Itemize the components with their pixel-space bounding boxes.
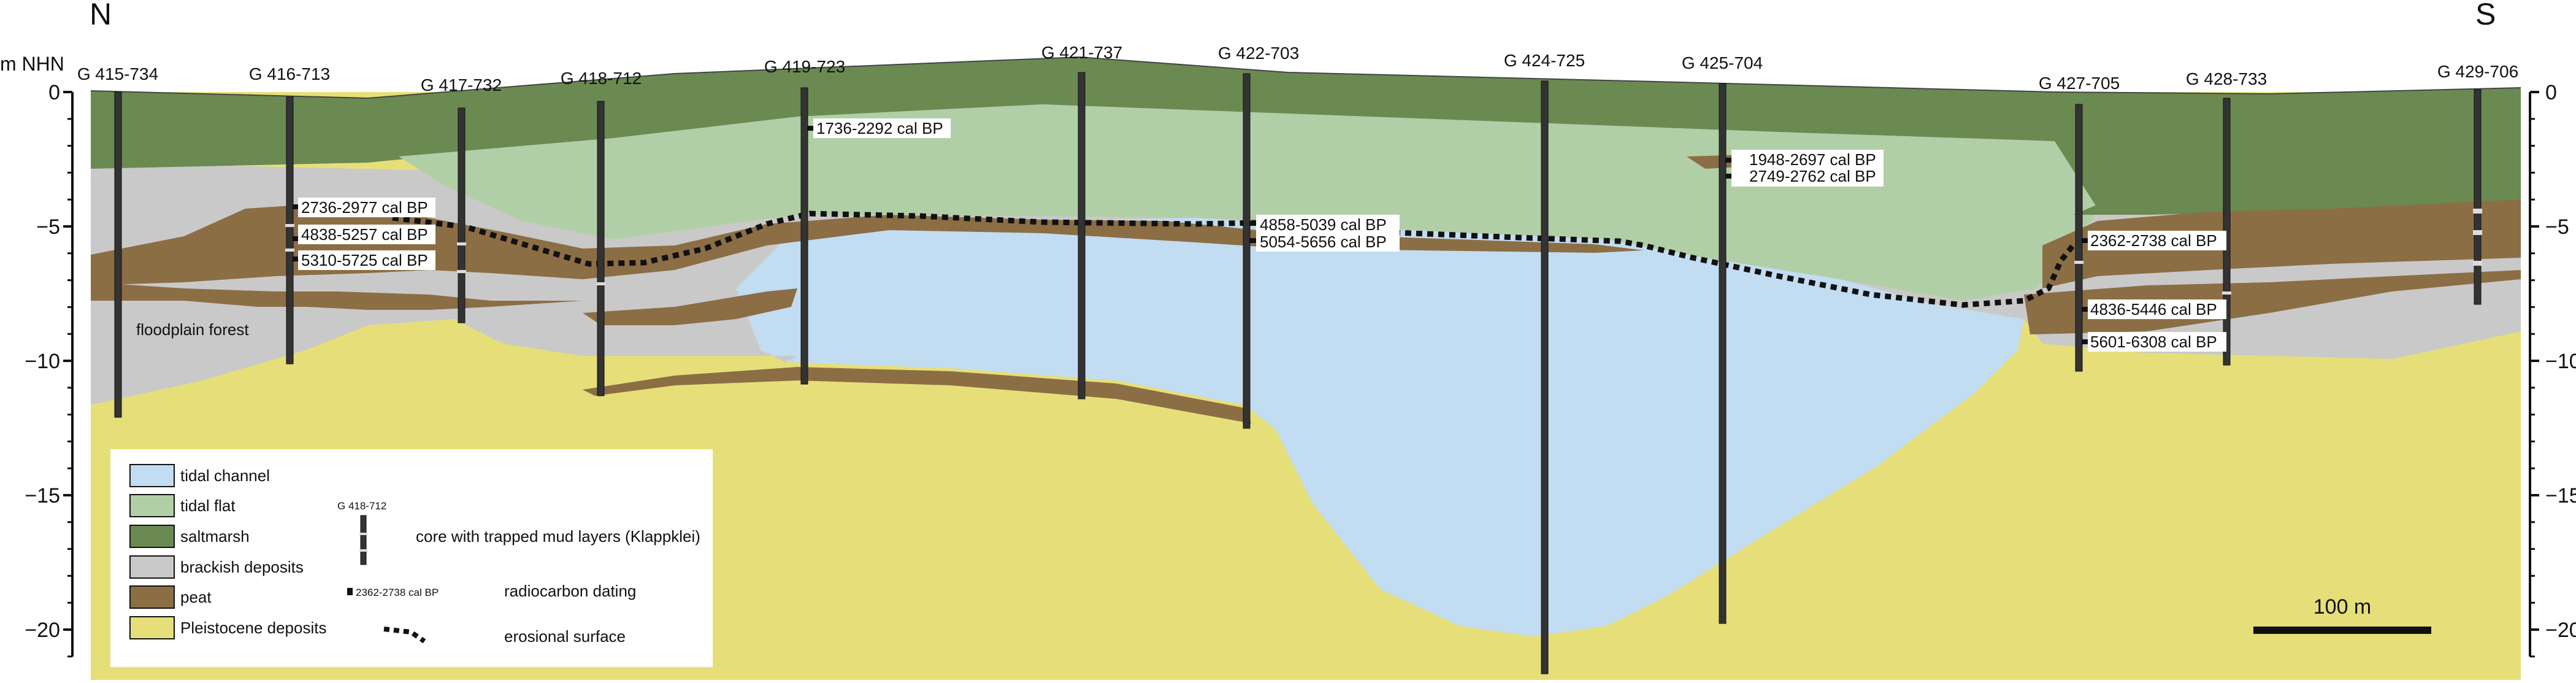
svg-text:G 428-733: G 428-733: [2186, 69, 2267, 88]
ground-surface: [90, 56, 2521, 99]
legend-item-peat: peat: [129, 585, 212, 609]
svg-text:5601-6308 cal BP: 5601-6308 cal BP: [2090, 333, 2217, 351]
date-label: 2736-2977 cal BP: [293, 198, 435, 217]
peat-mid-lower: [583, 288, 797, 325]
svg-text:G 421-737: G 421-737: [1041, 43, 1122, 62]
svg-text:G 417-732: G 417-732: [421, 75, 502, 95]
date-label: 4836-5446 cal BP: [2082, 299, 2226, 319]
core-g422-703: G 422-703: [1218, 44, 1299, 429]
legend-item-pleistocene: Pleistocene deposits: [129, 616, 326, 639]
svg-text:G 418-712: G 418-712: [337, 500, 386, 512]
core-g418-712: G 418-712: [561, 69, 642, 396]
core-g424-725: G 424-725: [1504, 51, 1585, 674]
svg-text:G 427-705: G 427-705: [2039, 74, 2120, 93]
svg-text:2736-2977 cal BP: 2736-2977 cal BP: [301, 198, 428, 217]
date-label: 1948-2697 cal BP: [1725, 150, 1884, 169]
core-g425-704: G 425-704: [1682, 53, 1763, 624]
core-g415-734: G 415-734: [77, 64, 158, 418]
legend-core-example: G 418-712 core with trapped mud layers (…: [337, 500, 700, 565]
svg-text:1736-2292 cal BP: 1736-2292 cal BP: [816, 119, 943, 137]
svg-text:G 415-734: G 415-734: [77, 64, 158, 83]
svg-text:radiocarbon dating: radiocarbon dating: [504, 582, 636, 600]
svg-text:Pleistocene deposits: Pleistocene deposits: [180, 619, 326, 637]
date-label: 5054-5656 cal BP: [1249, 232, 1400, 252]
date-label: 2749-2762 cal BP: [1725, 167, 1884, 187]
svg-text:erosional surface: erosional surface: [504, 627, 626, 646]
date-label: 4858-5039 cal BP: [1249, 215, 1400, 234]
svg-text:G 425-704: G 425-704: [1682, 53, 1763, 72]
date-label: 4838-5257 cal BP: [293, 225, 435, 244]
date-label: 5601-6308 cal BP: [2082, 332, 2226, 352]
scale-bar: 100 m: [2253, 595, 2431, 634]
floodplain-forest-label: floodplain forest: [136, 320, 249, 339]
svg-text:4858-5039 cal BP: 4858-5039 cal BP: [1260, 215, 1387, 234]
south-label: S: [2475, 0, 2496, 31]
svg-text:G 416-713: G 416-713: [249, 64, 330, 83]
svg-text:saltmarsh: saltmarsh: [180, 527, 250, 546]
legend-date-example: 2362-2738 cal BP radiocarbon dating: [347, 582, 636, 600]
svg-text:2362-2738 cal BP: 2362-2738 cal BP: [2090, 231, 2217, 250]
svg-text:1948-2697 cal BP: 1948-2697 cal BP: [1749, 150, 1876, 169]
right-tick-label-5: −5: [2545, 215, 2569, 239]
core-g429-706: G 429-706: [2437, 62, 2518, 305]
svg-text:core with trapped mud layers (: core with trapped mud layers (Klappklei): [416, 527, 700, 546]
right-tick-label-15: −15: [2545, 484, 2576, 507]
date-label: 5310-5725 cal BP: [293, 250, 435, 270]
core-g416-713: G 416-713: [249, 64, 330, 365]
north-label: N: [90, 0, 112, 31]
svg-text:5310-5725 cal BP: 5310-5725 cal BP: [301, 251, 428, 269]
legend-item-brackish: brackish deposits: [129, 555, 304, 579]
svg-text:G 418-712: G 418-712: [561, 69, 642, 88]
legend-erosion-example: erosional surface: [383, 627, 626, 646]
left-tick-label-0: 0: [48, 81, 60, 104]
svg-text:2749-2762 cal BP: 2749-2762 cal BP: [1749, 167, 1876, 185]
date-label: 1736-2292 cal BP: [807, 118, 951, 138]
svg-text:G 419-723: G 419-723: [764, 57, 845, 76]
legend-item-saltmarsh: saltmarsh: [129, 525, 250, 548]
axis-unit-label: m NHN: [0, 53, 64, 75]
right-tick-label-20: −20: [2545, 619, 2576, 642]
svg-text:tidal channel: tidal channel: [180, 466, 270, 485]
svg-text:4836-5446 cal BP: 4836-5446 cal BP: [2090, 300, 2217, 318]
peat-base-mid: [583, 367, 1251, 423]
svg-text:brackish deposits: brackish deposits: [180, 558, 304, 576]
left-tick-label-10: −10: [25, 350, 60, 373]
svg-text:G 422-703: G 422-703: [1218, 44, 1299, 63]
peat-south: [2042, 199, 2521, 288]
svg-text:G 424-725: G 424-725: [1504, 51, 1585, 70]
right-tick-label-10: −10: [2545, 350, 2576, 373]
core-g419-723: G 419-723: [764, 57, 845, 385]
svg-text:tidal flat: tidal flat: [180, 496, 236, 515]
legend-item-tidal-flat: tidal flat: [129, 494, 236, 517]
svg-text:2362-2738 cal BP: 2362-2738 cal BP: [356, 587, 439, 598]
svg-text:peat: peat: [180, 588, 212, 606]
core-g417-732: G 417-732: [421, 75, 502, 323]
date-label: 2362-2738 cal BP: [2082, 231, 2226, 250]
svg-text:G 429-706: G 429-706: [2437, 62, 2518, 81]
right-tick-label-0: 0: [2545, 81, 2557, 104]
peat-north: [91, 203, 1644, 285]
saltmarsh-lower: [2073, 166, 2521, 215]
left-tick-label-15: −15: [25, 484, 60, 507]
svg-text:100 m: 100 m: [2313, 595, 2372, 619]
tidal-channel: [736, 218, 2024, 636]
right-depth-axis: 0 −5 −10 −15 −20: [2529, 81, 2576, 658]
svg-text:5054-5656 cal BP: 5054-5656 cal BP: [1260, 233, 1387, 251]
left-depth-axis: 0 −5 −10 −15 −20: [25, 81, 74, 658]
legend-item-tidal-channel: tidal channel: [129, 464, 270, 487]
svg-text:4838-5257 cal BP: 4838-5257 cal BP: [301, 225, 428, 244]
core-g421-737: G 421-737: [1041, 43, 1122, 399]
core-g427-705: G 427-705: [2039, 74, 2120, 372]
left-tick-label-5: −5: [36, 215, 60, 239]
legend: tidal channel tidal flat saltmarsh brack…: [110, 449, 713, 667]
left-tick-label-20: −20: [25, 619, 60, 642]
